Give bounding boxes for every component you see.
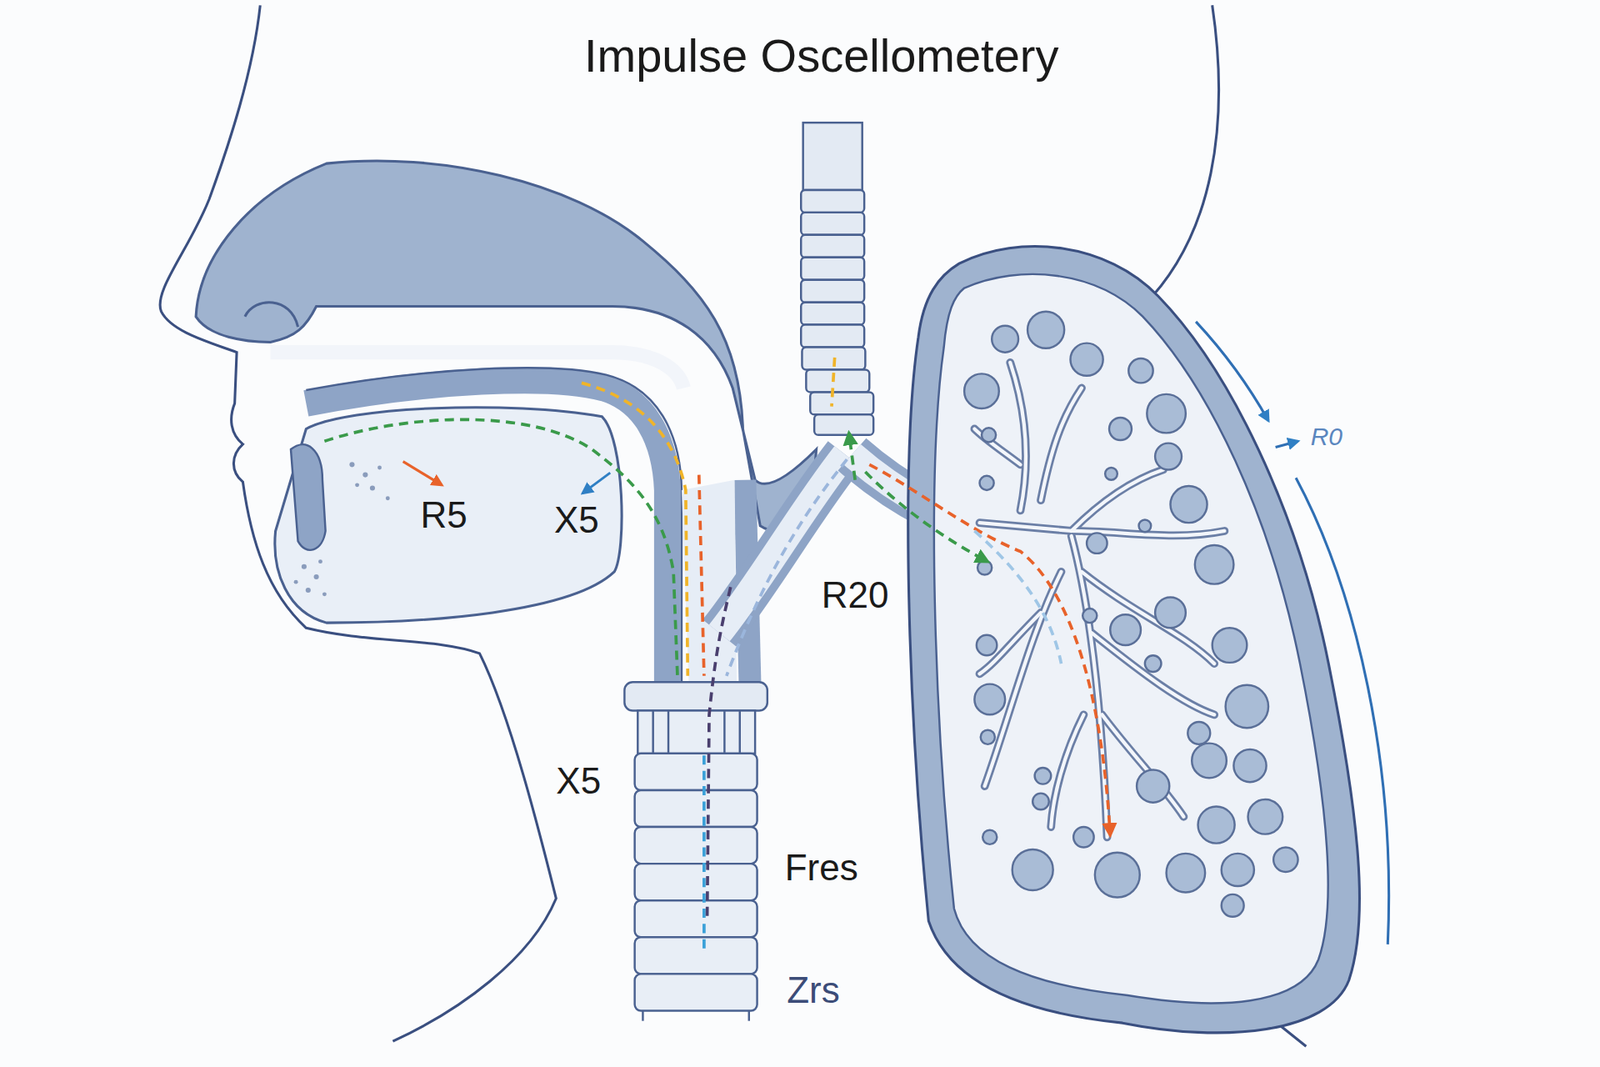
signal-paths	[324, 357, 1110, 955]
callout-label: Fres	[785, 849, 859, 886]
nostril	[245, 302, 299, 327]
palate-edge	[305, 367, 682, 684]
r5-arrow	[403, 461, 443, 485]
callout-label: X5	[554, 501, 600, 539]
callout-label: R0	[1310, 424, 1343, 450]
head-back-outline	[1142, 5, 1219, 306]
neck-back-outline	[1280, 1025, 1307, 1046]
recoil-tick	[1275, 440, 1299, 447]
palate-wall	[305, 380, 667, 684]
chest-wall-arc	[1295, 477, 1390, 945]
lower-lip	[290, 444, 326, 550]
alveoli	[964, 311, 1298, 917]
trachea-collar	[624, 681, 767, 710]
breath-dots	[294, 461, 390, 596]
trachea-top	[803, 122, 863, 190]
callout-label: Zrs	[786, 971, 840, 1009]
recoil-arrow	[1195, 321, 1269, 421]
x5-arrow	[582, 472, 610, 493]
bronchial-tree	[974, 362, 1225, 837]
trachea-rings-upper	[800, 190, 874, 435]
lung-outline	[908, 246, 1360, 1033]
callout-label: R5	[420, 496, 468, 534]
callout-label: X5	[555, 762, 601, 800]
trachea-rings-lower	[635, 710, 758, 1020]
diagram-title: Impulse Oscellometery	[584, 32, 1060, 80]
callout-label: R20	[821, 576, 890, 614]
lung-interior	[934, 274, 1329, 1003]
pharynx-lumen	[681, 480, 737, 685]
